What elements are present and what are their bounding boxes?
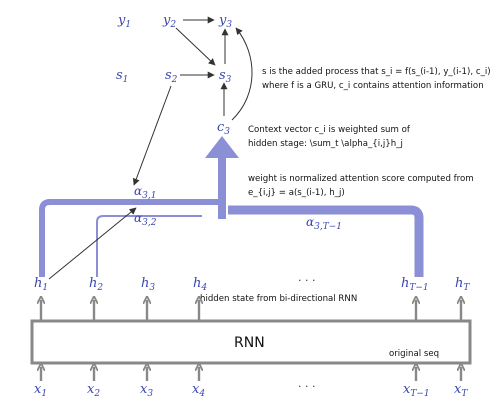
weight-note-line2: e_{i,j} = a(s_(i-1), h_j) bbox=[248, 188, 345, 198]
xT-node: xT bbox=[454, 382, 468, 399]
s-process-note-line2: where f is a GRU, c_i contains attention… bbox=[262, 81, 484, 91]
h1-attention-path bbox=[39, 199, 226, 277]
original-seq-label: original seq bbox=[389, 349, 439, 359]
h1-to-alpha31-arrow bbox=[48, 207, 137, 280]
input-ellipsis: · · · bbox=[298, 380, 315, 393]
x4-node: x4 bbox=[192, 382, 205, 399]
x3-node: x3 bbox=[140, 382, 153, 399]
h3-node: h3 bbox=[141, 276, 155, 293]
alpha-3-T1-label: α3,T−1 bbox=[306, 215, 342, 232]
h2-node: h2 bbox=[89, 276, 103, 293]
context-note-line2: hidden stage: \sum_t \alpha_{i,j}h_j bbox=[248, 139, 403, 149]
y3-node: y3 bbox=[218, 13, 232, 30]
s1-node: s1 bbox=[116, 68, 128, 85]
alpha-3-1-label: α3,1 bbox=[134, 184, 156, 201]
hT-node: hT bbox=[455, 276, 470, 293]
x2-node: x2 bbox=[87, 382, 100, 399]
xT1-node: xT−1 bbox=[403, 382, 430, 399]
y2-to-s3-arrow bbox=[175, 27, 216, 66]
rnn-box bbox=[30, 319, 472, 365]
y2-node: y2 bbox=[162, 13, 176, 30]
rnn-to-hidden-arrows bbox=[41, 300, 461, 320]
x1-node: x1 bbox=[34, 382, 47, 399]
y1-node: y1 bbox=[117, 13, 131, 30]
hT1-node: hT−1 bbox=[401, 276, 429, 293]
hidden-state-note: hidden state from bi-directional RNN bbox=[200, 294, 357, 304]
s2-to-alpha31-arrow bbox=[132, 85, 172, 186]
alpha-3-2-label: α3,2 bbox=[134, 211, 157, 228]
h2-attention-path bbox=[96, 215, 202, 277]
context-note-line1: Context vector c_i is weighted sum of bbox=[248, 125, 411, 135]
hidden-ellipsis: · · · bbox=[298, 274, 315, 287]
s3-node: s3 bbox=[219, 68, 232, 85]
input-to-rnn-arrows bbox=[41, 367, 461, 381]
weight-note-line1: weight is normalized attention score com… bbox=[248, 174, 474, 184]
h1-node: h1 bbox=[34, 276, 48, 293]
c3-node: c3 bbox=[217, 120, 230, 137]
h4-node: h4 bbox=[193, 276, 207, 293]
context-vector-arrowhead bbox=[205, 136, 239, 158]
s2-node: s2 bbox=[165, 68, 178, 85]
hT1-attention-path bbox=[228, 205, 424, 277]
rnn-label: RNN bbox=[234, 335, 265, 351]
s-process-note-line1: s is the added process that s_i = f(s_(i… bbox=[262, 67, 491, 77]
c3-to-y3-curve-arrow bbox=[231, 27, 253, 121]
